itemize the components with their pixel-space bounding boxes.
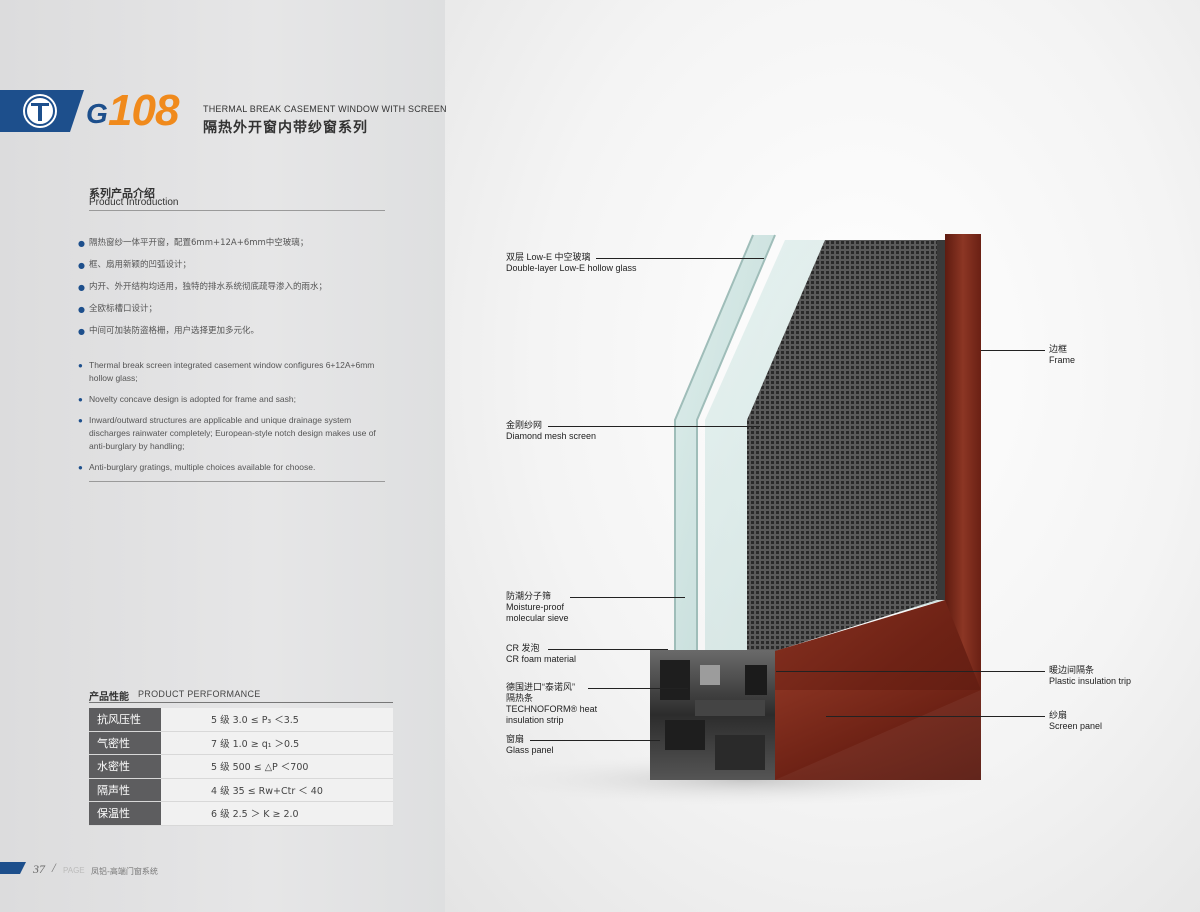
row-name: 气密性 (89, 731, 161, 755)
model-number: 108 (108, 86, 179, 135)
row-name: 水密性 (89, 754, 161, 779)
divider (89, 702, 393, 703)
row-value: 5 级 500 ≤ △P ＜700 (161, 754, 393, 779)
footer-brand: 凤铝-高端门窗系统 (91, 867, 158, 876)
row-name: 保温性 (89, 801, 161, 826)
bullet-icon: ● (78, 361, 83, 370)
divider (89, 210, 385, 211)
intro-heading-cn: 系列产品介绍 (89, 187, 155, 200)
leader-line (588, 688, 688, 689)
bullet-icon: ● (78, 305, 85, 314)
performance-title-en: PRODUCT PERFORMANCE (138, 689, 261, 699)
feature-item: ●内开、外开结构均适用，独特的排水系统彻底疏导渗入的雨水； (78, 282, 328, 292)
leader-line (596, 258, 764, 259)
row-value: 7 级 1.0 ≥ q₁ ＞0.5 (161, 731, 393, 755)
leader-line (570, 597, 685, 598)
performance-title-cn: 产品性能 (89, 692, 129, 703)
page-slash: / (52, 860, 56, 875)
leader-line (530, 740, 660, 741)
feature-item: ●Anti-burglary gratings, multiple choice… (78, 462, 316, 472)
feature-item: ●中间可加装防盗格栅，用户选择更加多元化。 (78, 326, 260, 336)
subtitle-en: THERMAL BREAK CASEMENT WINDOW WITH SCREE… (203, 104, 447, 114)
row-value: 4 级 35 ≤ Rw+Ctr ＜ 40 (161, 778, 393, 802)
model-prefix: G (86, 98, 108, 129)
leader-line (548, 426, 760, 427)
bullet-icon: ● (78, 283, 85, 292)
footer-accent-bar (0, 862, 26, 874)
feature-item: ●隔热窗纱一体平开窗，配置6mm+12A+6mm中空玻璃； (78, 238, 309, 248)
row-name: 抗风压性 (89, 708, 161, 732)
bullet-icon: ● (78, 239, 85, 248)
subtitle-cn: 隔热外开窗内带纱窗系列 (203, 120, 368, 136)
bullet-icon: ● (78, 261, 85, 270)
bullet-icon: ● (78, 416, 83, 425)
bullet-icon: ● (78, 327, 85, 336)
row-name: 隔声性 (89, 778, 161, 802)
product-photo-area (445, 0, 1200, 912)
page-label: PAGE (63, 866, 85, 875)
leader-line (776, 671, 1045, 672)
feature-item: ●Novelty concave design is adopted for f… (78, 394, 296, 404)
row-value: 6 级 2.5 ＞ K ≥ 2.0 (161, 801, 393, 826)
brand-logo (0, 90, 84, 132)
page-number: 37 (33, 862, 45, 876)
bullet-icon: ● (78, 463, 83, 472)
leader-line (826, 716, 1045, 717)
intro-heading-en: Product Introduction (89, 197, 179, 208)
row-value: 5 级 3.0 ≤ P₃ ＜3.5 (161, 708, 393, 732)
bullet-icon: ● (78, 395, 83, 404)
feature-item: ●Thermal break screen integrated casemen… (78, 360, 375, 383)
feature-item: ●Inward/outward structures are applicabl… (78, 415, 376, 451)
leader-line (548, 649, 668, 650)
feature-item: ●全欧标槽口设计； (78, 304, 158, 314)
feature-item: ●框、扇用新颖的凹弧设计； (78, 260, 192, 270)
window-cross-section-illustration (485, 234, 1005, 806)
divider (89, 481, 385, 482)
leader-line (981, 350, 1045, 351)
